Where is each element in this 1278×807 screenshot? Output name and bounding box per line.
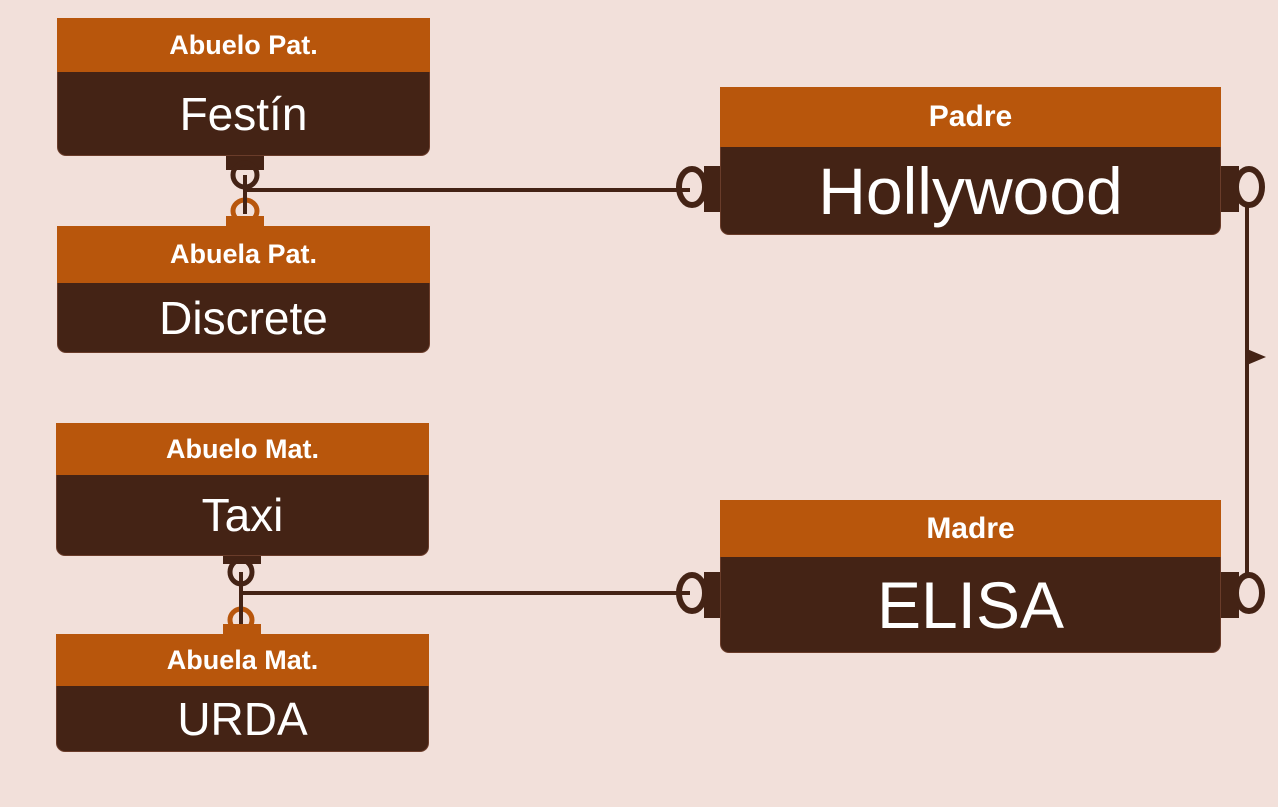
node-role: Padre xyxy=(720,87,1221,147)
node-role: Abuelo Mat. xyxy=(56,423,429,475)
node-abuelo-mat[interactable]: Abuelo Mat. Taxi xyxy=(56,423,429,556)
node-role: Abuelo Pat. xyxy=(57,18,430,72)
direction-arrow-icon xyxy=(1247,349,1266,365)
node-name: Hollywood xyxy=(720,147,1221,235)
node-role: Madre xyxy=(720,500,1221,557)
node-name: Taxi xyxy=(56,475,429,556)
node-name: Discrete xyxy=(57,283,430,353)
node-name: ELISA xyxy=(720,557,1221,653)
node-role: Abuela Mat. xyxy=(56,634,429,686)
node-madre[interactable]: Madre ELISA xyxy=(720,500,1221,653)
paternal-link xyxy=(226,154,722,228)
parents-link xyxy=(1219,166,1266,618)
node-abuela-mat[interactable]: Abuela Mat. URDA xyxy=(56,634,429,752)
node-name: Festín xyxy=(57,72,430,156)
node-abuelo-pat[interactable]: Abuelo Pat. Festín xyxy=(57,18,430,156)
node-role: Abuela Pat. xyxy=(57,226,430,283)
node-name: URDA xyxy=(56,686,429,752)
maternal-link xyxy=(223,552,722,636)
node-padre[interactable]: Padre Hollywood xyxy=(720,87,1221,235)
node-abuela-pat[interactable]: Abuela Pat. Discrete xyxy=(57,226,430,353)
